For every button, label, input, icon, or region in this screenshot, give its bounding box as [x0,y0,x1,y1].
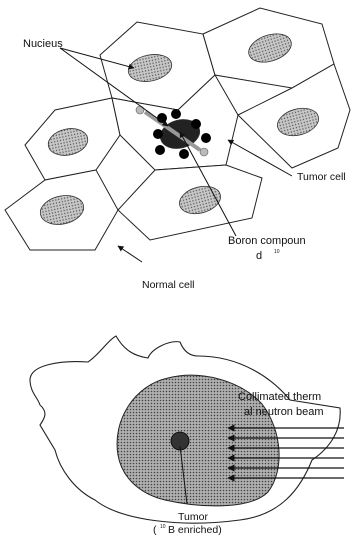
nucleus-label: Nucieus [23,38,63,50]
tumor-superscript: 10 [160,524,166,530]
tumor-cell-label: Tumor cell [297,171,346,183]
beam-label-cont: al neutron beam [244,406,324,418]
tumor-label: Tumor [178,511,208,523]
boron-superscript: 10 [274,249,280,255]
boron-compound-label-cont: d [256,250,262,262]
beam-label: Collimated therm [238,391,321,403]
normal-cell-label: Normal cell [142,279,195,291]
tumor-label-enriched: B enriched) [168,524,222,536]
boron-compound-label: Boron compoun [228,235,306,247]
tumor-label-paren: ( [153,524,157,536]
